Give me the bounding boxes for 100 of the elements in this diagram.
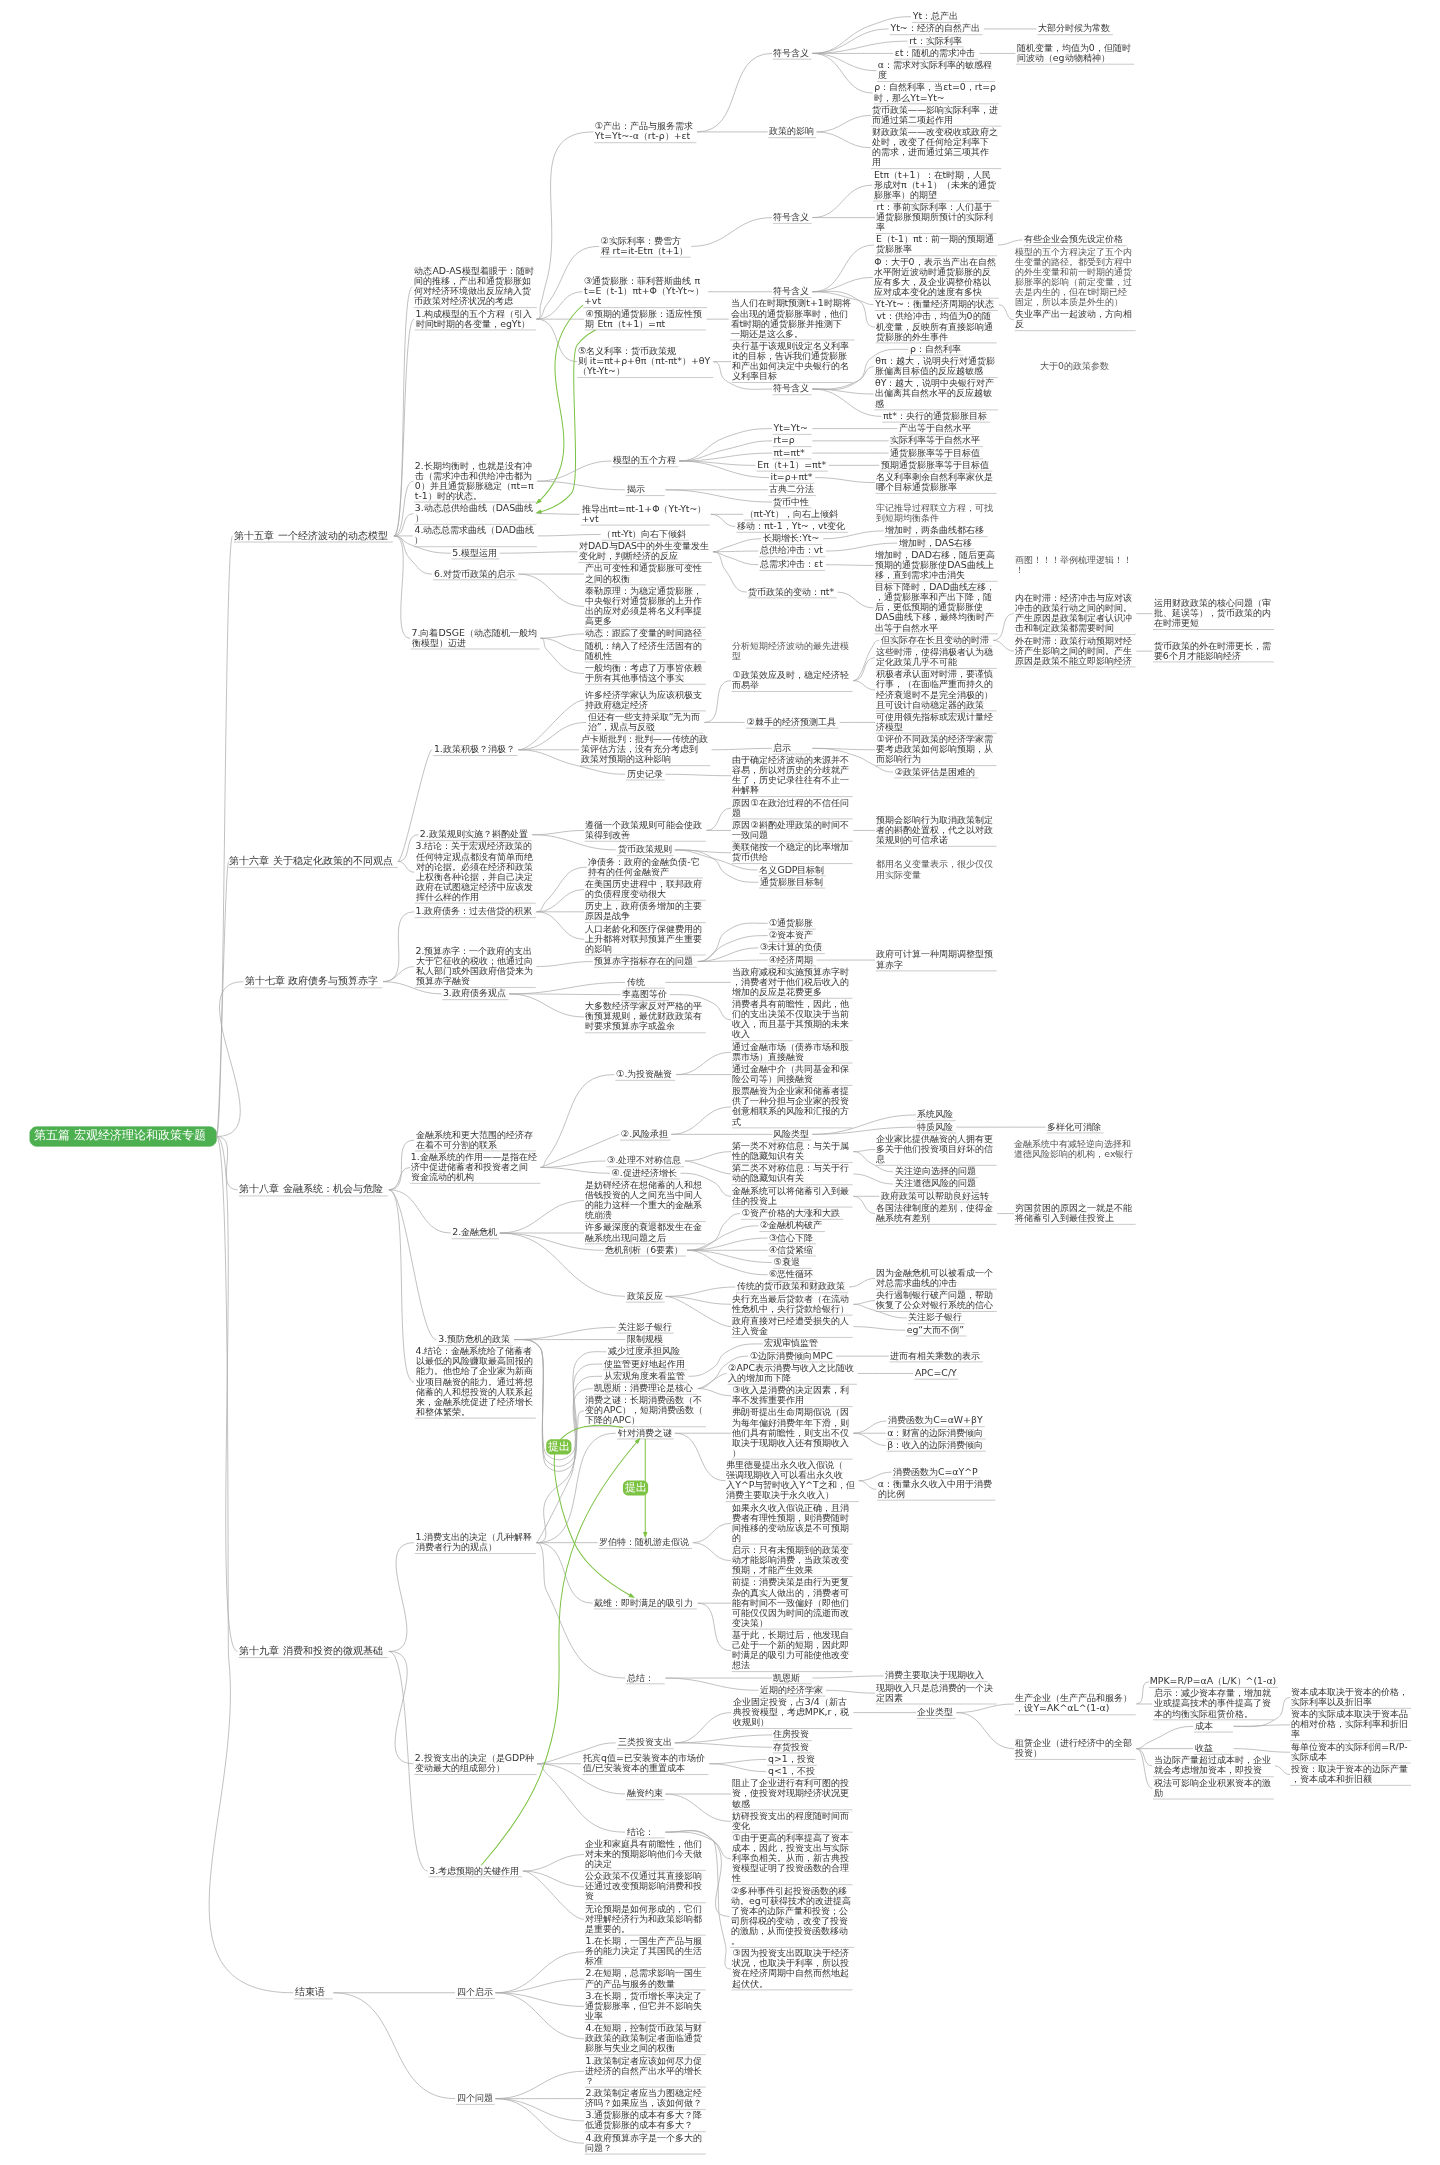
node-text: （πt-Yt）向右下倾斜 xyxy=(601,527,686,539)
node-text: 货币政策的变动：πt* xyxy=(747,585,834,597)
node-text: 揭示 xyxy=(626,483,645,495)
node-text: 外在时滞：政策行动预期对经济产生影响之间的时间。产生原因是政策不能立即影响经济 xyxy=(1014,634,1132,666)
connector xyxy=(811,53,873,94)
node-text: 卢卡斯批判：批判——传统的政策评估方法，没有充分考虑到政策对预期的这种影响 xyxy=(580,733,708,765)
node-text: 托宾q值=已安装资本的市场价值/已安装资本的重置成本 xyxy=(582,1752,705,1774)
connector xyxy=(825,1689,875,1694)
connector xyxy=(664,982,731,983)
connector xyxy=(679,1172,731,1197)
edge-label: 提出 xyxy=(547,1439,570,1453)
node-text: rt：实际利率 xyxy=(908,34,962,46)
node-text: （πt-Yt），向右上倾斜 xyxy=(744,507,838,519)
connector xyxy=(675,1051,731,1075)
arrow xyxy=(534,304,584,505)
node-text: 4.在短期，控制货币政策与财政政策的政策制定者面临通货膨胀与失业之间的权衡 xyxy=(584,2022,702,2054)
node-text: 消费主要取决于现期收入 xyxy=(884,1669,984,1681)
connector xyxy=(535,961,593,967)
node-text: 弗朗哥提出生命周期假说（因为每年偏好消费年年下滑，则他们具有前瞻性，则支出不仅取决于现期收入还有预期收入） xyxy=(731,1406,849,1458)
connector xyxy=(664,1793,731,1822)
node-text: MPK=R/P=αA（L/K）^(1-α) xyxy=(1149,1675,1276,1687)
connector xyxy=(521,1870,584,1920)
node-text: 启示：只有未预期到的政策变动才能影响消费，当政策改变预期，才能产生效果 xyxy=(731,1544,849,1576)
node-text: 针对消费之谜 xyxy=(617,1426,672,1438)
connector xyxy=(856,1373,913,1374)
connector xyxy=(393,318,414,537)
node-text: 总需求冲击：εt xyxy=(759,558,823,570)
connector xyxy=(539,1134,620,1168)
connector xyxy=(535,131,594,320)
node-text: ②资本资产 xyxy=(768,929,813,941)
connector xyxy=(673,849,759,883)
connector xyxy=(978,53,1016,54)
connector xyxy=(852,1195,875,1214)
node-text: 随机变量，均值为0，但随时间波动（eg动物精神） xyxy=(1016,41,1131,63)
connector xyxy=(535,1388,593,1544)
connector xyxy=(696,959,768,962)
arrow xyxy=(553,1424,635,1599)
node-text: 穷国贫困的原因之一就是不能将储蓄引入到最佳投资上 xyxy=(1014,1201,1132,1224)
node-text: 2.金融危机 xyxy=(451,1226,497,1238)
node-text: ①政策效应及时，稳定经济轻而易举 xyxy=(731,669,849,691)
node-text: E（t-1）πt：前一期的预期通货膨胀率 xyxy=(875,233,994,255)
node-text: 古典二分法 xyxy=(768,483,814,495)
node-text: 如果永久收入假说正确，且消费者有理性预期，则消费随时间推移的变动应该是不可预期的 xyxy=(731,1501,849,1543)
connector xyxy=(992,639,1014,652)
connector xyxy=(848,1278,875,1288)
connector xyxy=(811,428,898,429)
node-text: 2.在短期，总需求影响一国生产的产品与服务的数量 xyxy=(584,1967,702,1989)
connector xyxy=(675,1074,731,1075)
node-text: 货币中性 xyxy=(772,495,809,507)
connector xyxy=(670,1134,772,1135)
connector xyxy=(811,452,889,454)
node-text: 有些企业会预先设定价格 xyxy=(1023,233,1123,245)
node-text: ①边际消费倾向MPC xyxy=(749,1349,833,1361)
label: 牢记推导过程联立方程，可找到短期均衡条件 xyxy=(875,501,993,524)
node-text: 泰勒原理：为稳定通货膨胀，中央银行对通货膨胀的上升作出的应对必须是将名义利率提高更多 xyxy=(584,584,702,627)
node-text: 企业和家庭具有前瞻性，他们对未来的预期影响他们今天做的决定 xyxy=(584,1837,702,1870)
node-text: 4.动态总需求曲线（DAD曲线） xyxy=(413,524,534,546)
connector xyxy=(215,535,233,1137)
node-text: 是妨碍经济在想储蓄的人和想借钱投资的人之间充当中间人的能力这样一个重大的金融系统崩溃 xyxy=(584,1178,702,1221)
node-text: Φ：大于0，表示当产出在自然水平附近波动时通货膨胀的反应有多大，及企业调整价格以应对成本变化的速度有多快 xyxy=(873,255,996,297)
connector xyxy=(537,534,601,537)
arrow xyxy=(534,329,596,514)
node-text: 关注影子银行 xyxy=(617,1320,672,1332)
node-text: 一般均衡：考虑了万事皆依赖于所有其他事情这个事实 xyxy=(584,661,702,683)
connector xyxy=(531,834,616,851)
node-text: 无论预期是如何形成的，它们对理解经济行为和政策影响都是重要的。 xyxy=(584,1902,702,1934)
connector xyxy=(710,748,772,751)
node-text: ①通货膨胀 xyxy=(768,916,813,928)
connector xyxy=(535,291,583,320)
connector xyxy=(393,535,432,575)
connector xyxy=(696,1388,731,1397)
node-text: 模型的五个方程 xyxy=(612,454,676,466)
node-text: 收益 xyxy=(1194,1742,1213,1754)
connector xyxy=(705,830,731,831)
node-text: 符号含义 xyxy=(772,211,809,223)
node-text: 第十九章 消费和投资的微观基础 xyxy=(238,1645,383,1657)
node-text: Yt=Yt~ xyxy=(772,422,808,434)
connector xyxy=(691,1542,731,1562)
node-text: ①.为投资融资 xyxy=(615,1068,672,1080)
node-text: 名义利率剩余自然利率家伙是哪个目标通货膨胀率 xyxy=(875,471,993,493)
node-text: ②政策评估是困难的 xyxy=(894,765,975,777)
node-text: 启示：减少资本存量，增加就业或提高技术的事件提高了资本的均衡实际租赁价格。 xyxy=(1153,1687,1271,1719)
connector xyxy=(388,1189,451,1234)
node-text: eg“大而不倒” xyxy=(906,1323,964,1335)
connector xyxy=(678,460,769,478)
connector xyxy=(521,1870,584,1888)
label: 画图！！！举例梳理逻辑！！！ xyxy=(1014,553,1132,575)
node-text: 消费函数为C=αW+βY xyxy=(887,1414,983,1426)
node-text: 传统的货币政策和财政政策 xyxy=(736,1280,845,1292)
node-text: 关注影子银行 xyxy=(907,1311,962,1323)
node-text: 从宏观角度来看监管 xyxy=(603,1369,685,1381)
connector xyxy=(982,28,1037,30)
node-text: 增加时，DAS右移 xyxy=(898,536,972,548)
connector xyxy=(836,591,874,609)
label: 金融系统中有减轻逆向选择和道德风险影响的机构，ex银行 xyxy=(1013,1137,1133,1159)
connector xyxy=(703,680,731,723)
node-text: ③未计算的负债 xyxy=(759,941,822,953)
node-text: 符号含义 xyxy=(772,46,809,58)
node-text: 在美国历史进程中，联邦政府的负债程度变动很大 xyxy=(584,877,702,899)
node-text: 移动：πt-1，Yt~，vt变化 xyxy=(736,520,845,531)
